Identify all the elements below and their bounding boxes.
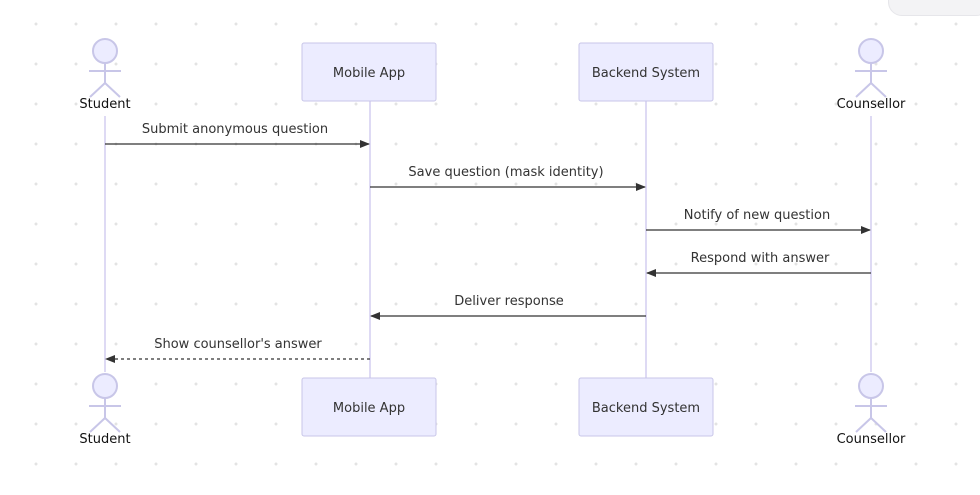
participant-label-backend-system: Backend System (592, 401, 700, 416)
message-label: Notify of new question (684, 208, 830, 223)
message-label: Show counsellor's answer (154, 337, 322, 352)
actor-student-top[interactable]: Student (79, 38, 131, 112)
participant-mobile-app-top[interactable]: Mobile App (301, 42, 437, 102)
message-5: Deliver response (370, 294, 646, 320)
stick-figure-icon (89, 373, 121, 433)
participant-backend-system-top[interactable]: Backend System (578, 42, 714, 102)
corner-tab (888, 0, 980, 16)
message-2: Save question (mask identity) (370, 165, 646, 191)
actor-counsellor-bottom[interactable]: Counsellor (837, 373, 906, 447)
message-label: Respond with answer (691, 251, 830, 266)
message-1: Submit anonymous question (105, 122, 370, 148)
message-4: Respond with answer (646, 251, 871, 277)
actor-counsellor-top[interactable]: Counsellor (837, 38, 906, 112)
participant-label-mobile-app: Mobile App (333, 401, 405, 416)
message-6: Show counsellor's answer (105, 337, 370, 363)
stick-figure-icon (855, 38, 887, 98)
message-3: Notify of new question (646, 208, 871, 234)
message-label: Save question (mask identity) (408, 165, 603, 180)
stick-figure-icon (89, 38, 121, 98)
participant-label-backend-system: Backend System (592, 66, 700, 81)
participant-backend-system-bottom[interactable]: Backend System (578, 377, 714, 437)
actor-label-student: Student (79, 97, 130, 112)
actor-student-bottom[interactable]: Student (79, 373, 131, 447)
actor-label-counsellor: Counsellor (837, 97, 906, 112)
actor-label-counsellor: Counsellor (837, 432, 906, 447)
participant-mobile-app-bottom[interactable]: Mobile App (301, 377, 437, 437)
message-label: Deliver response (454, 294, 563, 309)
stick-figure-icon (855, 373, 887, 433)
participant-label-mobile-app: Mobile App (333, 66, 405, 81)
message-label: Submit anonymous question (142, 122, 328, 137)
actor-label-student: Student (79, 432, 130, 447)
